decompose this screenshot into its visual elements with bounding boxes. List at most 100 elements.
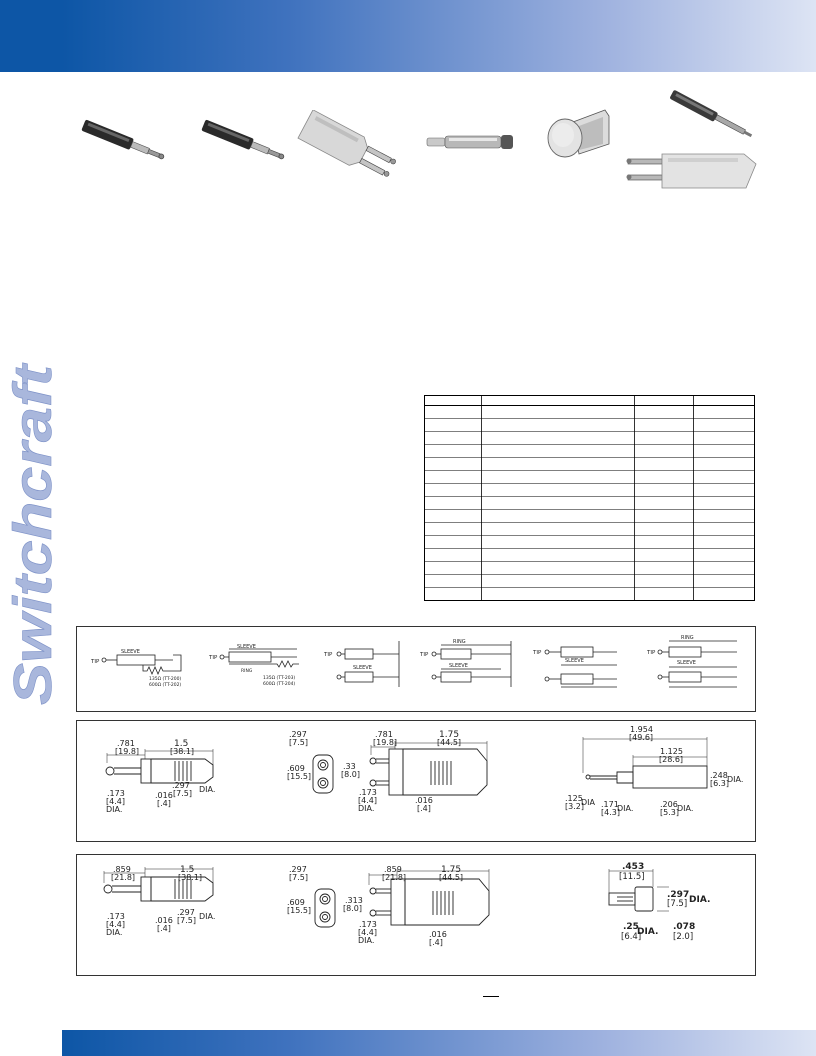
a1-d2lbl: DIA. bbox=[199, 785, 215, 794]
b1-d1lbl: DIA. bbox=[358, 804, 374, 813]
b2-p: .313 bbox=[345, 896, 363, 905]
page-mark bbox=[483, 996, 499, 997]
dimension-drawings-2: .859 [21.8] 1.5 [38.1] .173 [4.4] DIA. .… bbox=[103, 862, 710, 947]
c2-dmm: [7.5] bbox=[667, 899, 687, 909]
dual-plug-photo-icon bbox=[297, 110, 396, 177]
c2-dlbl: DIA. bbox=[689, 895, 710, 905]
a2-d2: .297 bbox=[177, 908, 195, 917]
a2-len1: .859 bbox=[113, 865, 131, 874]
a2-len2mm: [38.1] bbox=[178, 873, 202, 882]
sch2-ring-label: RING bbox=[241, 668, 253, 674]
a2-d1lbl: DIA. bbox=[106, 928, 122, 937]
b2-hmm: [15.5] bbox=[287, 906, 311, 915]
sch4-tip-label: TIP bbox=[419, 652, 429, 658]
dimension-panel-1: .781 [19.8] 1.5 [38.1] .173 [4.4] DIA. .… bbox=[76, 720, 756, 842]
b2-len2: 1.75 bbox=[441, 865, 461, 875]
c1-dmm: [6.3] bbox=[710, 779, 729, 788]
c1-b: .171 bbox=[601, 800, 619, 809]
schematic-6 bbox=[657, 640, 737, 688]
b2-h: .609 bbox=[287, 898, 305, 907]
sch2-sleeve-label: SLEEVE bbox=[237, 644, 256, 650]
c1-dlbl: DIA. bbox=[727, 775, 743, 784]
c2-d: .297 bbox=[667, 890, 689, 900]
sch3-tip-label: TIP bbox=[323, 652, 333, 658]
sch2-res-b: 600Ω (TT-204) bbox=[263, 681, 295, 687]
long-plug-outline-c bbox=[582, 737, 708, 789]
c1-bmm: [4.3] bbox=[601, 808, 620, 817]
c2-lenmm: [11.5] bbox=[619, 872, 645, 882]
c2-amm: [6.4] bbox=[621, 932, 641, 942]
a2-tmm: [.4] bbox=[157, 924, 171, 933]
schematic-3 bbox=[336, 641, 400, 687]
a2-d2mm: [7.5] bbox=[177, 916, 196, 925]
sch6-ring-label: RING bbox=[681, 635, 694, 641]
sch1-tip-label: TIP bbox=[90, 659, 100, 665]
sch2-tip-label: TIP bbox=[208, 655, 218, 661]
sch2-res-a: 135Ω (TT-203) bbox=[263, 675, 295, 681]
b1-d1: .173 bbox=[359, 788, 377, 797]
b1-len1: .781 bbox=[375, 730, 393, 739]
sch4-ring-label: RING bbox=[453, 639, 466, 645]
b1-len1mm: [19.8] bbox=[373, 738, 397, 747]
c1-cmm: [5.3] bbox=[660, 808, 679, 817]
b1-len2mm: [44.5] bbox=[437, 738, 461, 747]
b1-d1mm: [4.4] bbox=[358, 796, 377, 805]
a1-len2: 1.5 bbox=[174, 739, 188, 749]
c1-blbl: DIA. bbox=[617, 804, 633, 813]
a2-len1mm: [21.8] bbox=[111, 873, 135, 882]
header-band bbox=[62, 0, 816, 72]
b1-tmm: [.4] bbox=[417, 804, 431, 813]
a2-d1: .173 bbox=[107, 912, 125, 921]
c1-c: .206 bbox=[660, 800, 678, 809]
b1-pmm: [8.0] bbox=[341, 770, 360, 779]
plug-outline-a bbox=[105, 749, 214, 784]
schematic-1 bbox=[101, 654, 182, 676]
a1-len2mm: [38.1] bbox=[170, 747, 194, 756]
b2-t: .016 bbox=[429, 930, 447, 939]
b1-hmm: [15.5] bbox=[287, 772, 311, 781]
a1-len1: .781 bbox=[117, 739, 135, 748]
schematic-panel: TIP SLEEVE 135Ω (TT-200) 600Ω (TT-202) T… bbox=[76, 626, 756, 712]
c2-albl: DIA. bbox=[637, 927, 658, 937]
c1-len2mm: [28.6] bbox=[659, 755, 683, 764]
footer-band bbox=[62, 1030, 816, 1056]
b2-wmm: [7.5] bbox=[289, 873, 308, 882]
sch5-tip-label: TIP bbox=[532, 650, 542, 656]
plug-photo-icon-2 bbox=[201, 120, 285, 160]
b1-len2: 1.75 bbox=[439, 730, 459, 740]
b2-len1: .859 bbox=[384, 865, 402, 874]
b1-w: .297 bbox=[289, 730, 307, 739]
dual-plug-outline-b2 bbox=[314, 869, 490, 928]
brand-wordmark-text: Switchcraft bbox=[3, 363, 62, 705]
dual-plug-outline-b bbox=[312, 741, 488, 796]
sch6-tip-label: TIP bbox=[646, 650, 656, 656]
c1-len: 1.954 bbox=[630, 725, 653, 734]
a2-len2: 1.5 bbox=[180, 865, 194, 875]
dimension-panel-2: .859 [21.8] 1.5 [38.1] .173 [4.4] DIA. .… bbox=[76, 854, 756, 976]
dual-plug-body-photo-icon bbox=[626, 153, 757, 189]
c1-d: .248 bbox=[710, 771, 728, 780]
sch5-sleeve-label: SLEEVE bbox=[565, 658, 584, 664]
a1-t: .016 bbox=[155, 791, 173, 800]
schematic-drawings: TIP SLEEVE 135Ω (TT-200) 600Ω (TT-202) T… bbox=[90, 635, 737, 688]
c1-clbl: DIA. bbox=[677, 804, 693, 813]
b1-p: .33 bbox=[343, 762, 356, 771]
sch3-sleeve-label: SLEEVE bbox=[353, 665, 372, 671]
spec-table bbox=[424, 395, 755, 601]
a2-d1mm: [4.4] bbox=[106, 920, 125, 929]
tip-jack-photo-icon bbox=[426, 135, 513, 149]
b2-d1: .173 bbox=[359, 920, 377, 929]
a1-d1lbl: DIA. bbox=[106, 805, 122, 814]
b2-w: .297 bbox=[289, 865, 307, 874]
a1-len1mm: [19.8] bbox=[115, 747, 139, 756]
schematic-4 bbox=[431, 641, 512, 687]
side-strip: Switchcraft bbox=[0, 0, 62, 1056]
b2-len1mm: [21.8] bbox=[382, 873, 406, 882]
a2-t: .016 bbox=[155, 916, 173, 925]
a1-d1: .173 bbox=[107, 789, 125, 798]
c2-b: .078 bbox=[673, 922, 695, 932]
b1-t: .016 bbox=[415, 796, 433, 805]
b2-d1lbl: DIA. bbox=[358, 936, 374, 945]
a1-d2: .297 bbox=[172, 781, 190, 790]
sch6-sleeve-label: SLEEVE bbox=[677, 660, 696, 666]
